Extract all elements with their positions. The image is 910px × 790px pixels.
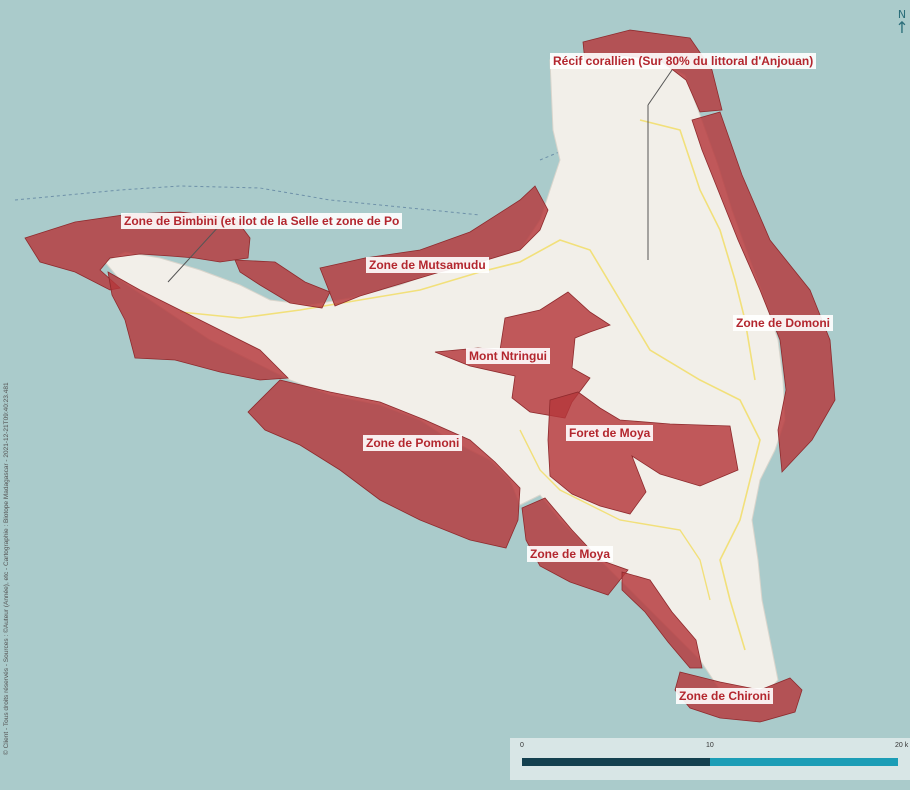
zone-mutsamudu-west xyxy=(234,259,331,309)
label-zone-moya: Zone de Moya xyxy=(527,546,614,562)
label-pomoni: Zone de Pomoni xyxy=(363,435,463,451)
zone-foret-moya xyxy=(547,391,739,515)
zone-bimbini-south xyxy=(107,271,289,381)
label-chironi: Zone de Chironi xyxy=(676,688,774,704)
label-mutsamudu: Zone de Mutsamudu xyxy=(366,257,489,273)
north-arrow: N ↑ xyxy=(895,8,909,37)
label-bimbini: Zone de Bimbini (et ilot de la Selle et … xyxy=(121,213,403,229)
leader-line-bimbini xyxy=(167,224,221,283)
zone-bimbini xyxy=(24,211,251,291)
scale-tick-0: 0 xyxy=(520,742,524,749)
scale-segment-light xyxy=(710,758,898,766)
leader-line-recif-2 xyxy=(647,69,673,106)
label-domoni: Zone de Domoni xyxy=(733,315,833,331)
north-label: N xyxy=(897,8,907,21)
zone-pomoni xyxy=(247,379,521,549)
road-south xyxy=(519,429,711,601)
zone-recif-east xyxy=(691,111,836,473)
scale-bar: 0 10 20 k xyxy=(510,738,910,780)
road-main xyxy=(179,239,761,651)
north-arrow-icon: ↑ xyxy=(895,18,909,37)
zone-mutsamudu xyxy=(319,185,549,307)
scale-segment-dark xyxy=(522,758,710,766)
scale-tick-20: 20 k xyxy=(895,742,909,749)
zone-chironi-coast xyxy=(621,571,703,669)
sea-route-line xyxy=(14,185,481,216)
credit-text: © Client - Tous droits réservés - Source… xyxy=(3,382,10,755)
scale-tick-10: 10 xyxy=(706,742,714,749)
label-recif: Récif corallien (Sur 80% du littoral d'A… xyxy=(550,53,817,69)
road-east xyxy=(639,119,756,381)
label-foret-moya: Foret de Moya xyxy=(566,425,654,441)
label-ntringui: Mont Ntringui xyxy=(466,348,550,364)
